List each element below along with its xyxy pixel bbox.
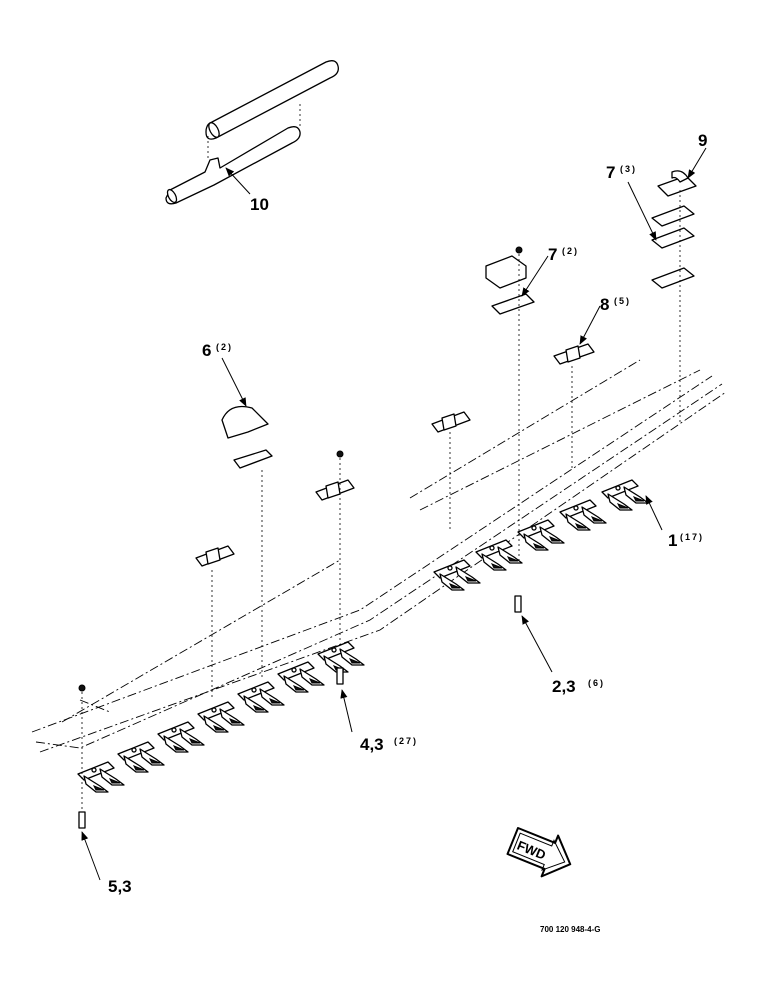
callout-4-3-27: 4,3 (27) [360, 735, 418, 754]
drawing-code: 700 120 948-4-G [540, 925, 601, 934]
svg-text:6: 6 [202, 341, 211, 360]
svg-text:10: 10 [250, 195, 269, 214]
svg-text:(17): (17) [680, 532, 704, 542]
knife-guard [197, 701, 245, 733]
callout-10: 10 [250, 195, 269, 214]
clip-part-7 [485, 246, 549, 560]
callout-6-2: 6 (2) [202, 341, 233, 360]
svg-text:1: 1 [668, 531, 677, 550]
knife-guard [517, 519, 565, 551]
cutter-bar-outline [31, 359, 727, 753]
tube-assembly-part-10 [165, 60, 339, 205]
svg-text:4,3: 4,3 [360, 735, 384, 754]
bolt-hardware [78, 495, 663, 881]
forward-arrow-icon: FWD [506, 827, 572, 878]
svg-text:(6): (6) [588, 678, 605, 688]
svg-text:(27): (27) [394, 736, 418, 746]
knife-guard [117, 741, 165, 773]
knife-guard [559, 499, 607, 531]
knife-guard [475, 539, 523, 571]
svg-text:9: 9 [698, 131, 707, 150]
svg-text:7: 7 [606, 163, 615, 182]
knife-guard [237, 681, 285, 713]
callout-1-17: 1 (17) [668, 531, 704, 550]
svg-text:5,3: 5,3 [108, 877, 132, 896]
svg-text:7: 7 [548, 245, 557, 264]
callout-7-2: 7 (2) [548, 245, 579, 264]
knife-guard [601, 479, 649, 511]
svg-text:(3): (3) [620, 164, 637, 174]
clip-part-6 [221, 357, 273, 680]
hold-down-part-8 [553, 305, 601, 470]
knife-guard [157, 721, 205, 753]
callout-7-3: 7 (3) [606, 163, 637, 182]
svg-text:(2): (2) [216, 342, 233, 352]
guard-row [77, 479, 649, 793]
shim-stack-part-9 [627, 147, 707, 425]
svg-text:(5): (5) [614, 296, 631, 306]
callout-5-3: 5,3 [108, 877, 132, 896]
knife-guard [433, 559, 481, 591]
knife-guard [277, 661, 325, 693]
callout-2-3-6: 2,3 (6) [552, 677, 605, 696]
callout-9: 9 [698, 131, 707, 150]
svg-text:(2): (2) [562, 246, 579, 256]
knife-guard [77, 761, 125, 793]
svg-text:8: 8 [600, 295, 609, 314]
svg-text:2,3: 2,3 [552, 677, 576, 696]
callout-8-5: 8 (5) [600, 295, 631, 314]
